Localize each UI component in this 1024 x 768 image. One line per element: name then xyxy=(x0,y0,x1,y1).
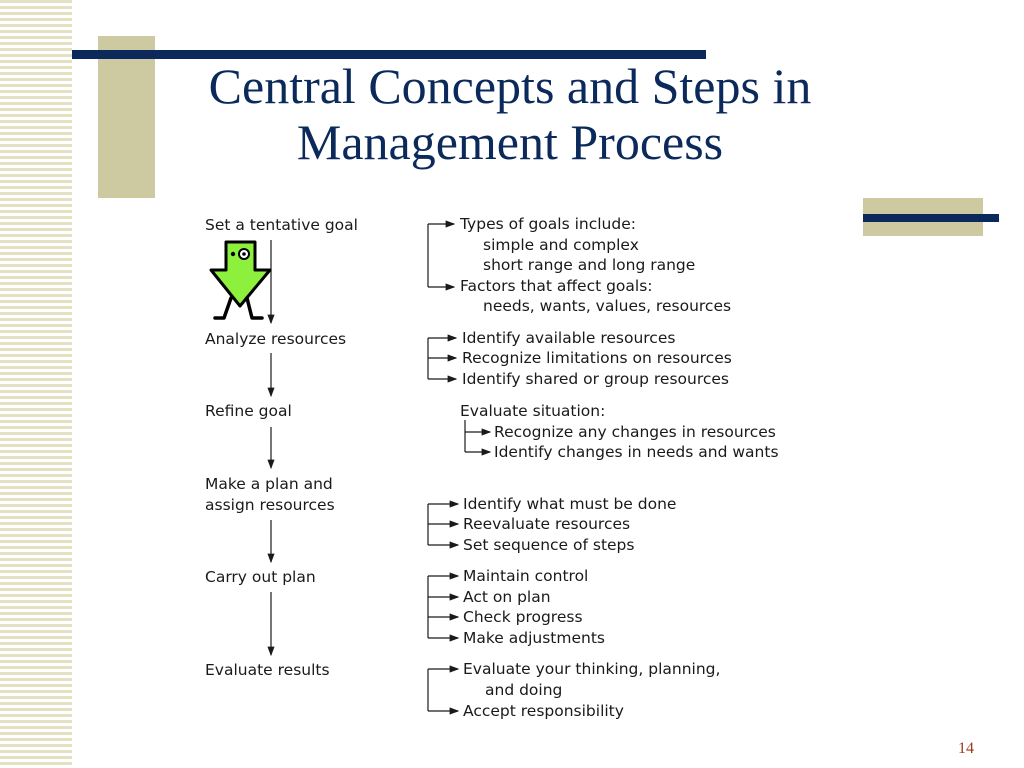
detail-item: Types of goals include: xyxy=(460,215,636,233)
detail-item: Act on plan xyxy=(463,588,551,606)
detail-item: Check progress xyxy=(463,608,583,626)
detail-item: Maintain control xyxy=(463,567,589,585)
detail-item: Accept responsibility xyxy=(463,702,624,720)
left-stripe-decoration xyxy=(0,0,72,768)
detail-item: simple and complex xyxy=(483,236,639,254)
detail-item: Reevaluate resources xyxy=(463,515,631,533)
detail-item: Identify what must be done xyxy=(463,495,677,513)
step-analyze-resources: Analyze resources xyxy=(205,330,347,348)
step-make-plan-line-2: assign resources xyxy=(205,495,335,514)
detail-item: needs, wants, values, resources xyxy=(483,297,732,315)
detail-item: Identify changes in needs and wants xyxy=(494,443,779,461)
detail-item: Evaluate your thinking, planning, xyxy=(463,660,721,678)
tan-accent-block-left xyxy=(98,36,155,198)
right-accent-bar xyxy=(863,214,999,222)
step-make-plan-line-1: Make a plan and xyxy=(205,475,333,493)
detail-item: short range and long range xyxy=(483,256,696,274)
title-line-2: Management Process xyxy=(296,114,724,170)
title-underline-bar xyxy=(72,50,706,59)
slide-title: Central Concepts and Steps in Management… xyxy=(160,58,860,170)
step-refine-goal: Refine goal xyxy=(205,402,292,420)
page-number: 14 xyxy=(958,740,974,757)
step-set-tentative-goal: Set a tentative goal xyxy=(205,216,358,234)
detail-intro: Evaluate situation: xyxy=(460,402,606,420)
detail-item: Factors that affect goals: xyxy=(460,277,653,295)
detail-item: Make adjustments xyxy=(463,629,605,647)
title-line-1: Central Concepts and Steps in xyxy=(208,58,812,114)
detail-item: Identify available resources xyxy=(462,329,676,347)
detail-item: Recognize limitations on resources xyxy=(462,349,732,367)
step-make-plan: Make a plan and assign resources xyxy=(205,474,335,515)
green-arrow-character-icon xyxy=(209,240,272,320)
detail-item: and doing xyxy=(485,681,563,699)
step-carry-out-plan: Carry out plan xyxy=(205,568,316,586)
detail-item: Recognize any changes in resources xyxy=(494,423,776,441)
step-evaluate-results: Evaluate results xyxy=(205,661,330,679)
detail-item: Set sequence of steps xyxy=(463,536,635,554)
detail-item: Identify shared or group resources xyxy=(462,370,730,388)
